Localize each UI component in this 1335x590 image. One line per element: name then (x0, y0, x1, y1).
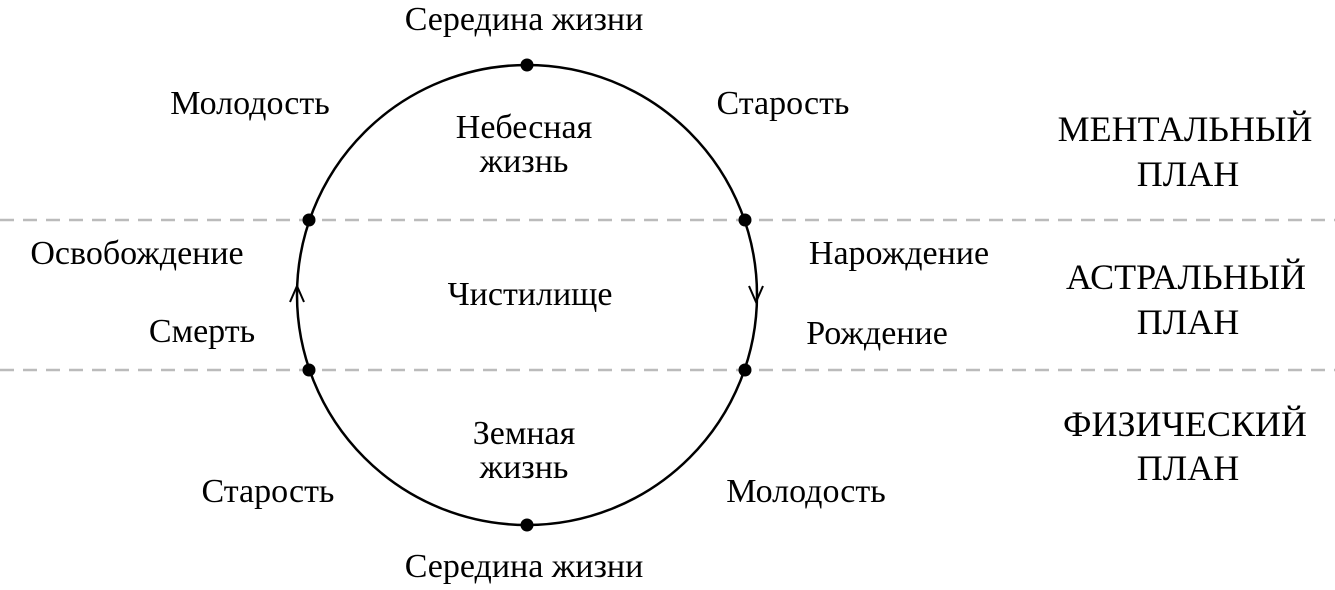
label-purgatory: Чистилище (448, 276, 613, 313)
label-heavenly-life-line1: Небесная (456, 109, 593, 146)
label-bottom-midlife: Середина жизни (405, 548, 644, 585)
arrow-up-left-icon (289, 283, 305, 303)
label-earthly-life-line2: жизнь (479, 449, 569, 486)
plane-astral-line2: ПЛАН (1137, 302, 1239, 342)
label-top-youth: Молодость (170, 85, 330, 122)
node-bottom-midlife (520, 518, 534, 532)
label-bottom-youth: Молодость (726, 473, 886, 510)
label-earthly-life-line1: Земная (473, 415, 576, 452)
node-lower-left (302, 363, 316, 377)
label-conception: Нарождение (809, 235, 989, 272)
label-liberation: Освобождение (30, 235, 243, 272)
node-top-midlife (520, 58, 534, 72)
label-heavenly-life-line2: жизнь (479, 143, 569, 180)
plane-physical-line1: ФИЗИЧЕСКИЙ (1063, 404, 1307, 444)
label-top-midlife: Середина жизни (405, 1, 644, 38)
plane-physical-line2: ПЛАН (1137, 448, 1239, 488)
arrow-down-right-icon (748, 285, 764, 305)
plane-mental-line1: МЕНТАЛЬНЫЙ (1058, 109, 1313, 149)
node-upper-right (738, 213, 752, 227)
label-birth: Рождение (806, 315, 948, 352)
label-bottom-old-age: Старость (202, 473, 335, 510)
node-upper-left (302, 213, 316, 227)
node-lower-right (738, 363, 752, 377)
label-top-old-age: Старость (717, 85, 850, 122)
label-death: Смерть (149, 313, 255, 350)
plane-astral-line1: АСТРАЛЬНЫЙ (1066, 257, 1306, 297)
plane-mental-line2: ПЛАН (1137, 154, 1239, 194)
